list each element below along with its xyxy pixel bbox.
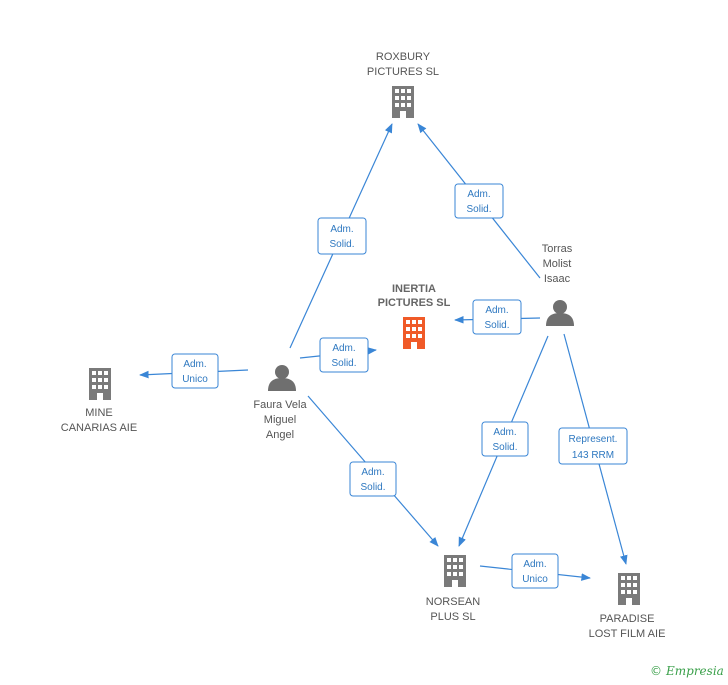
node-label-line: PARADISE (600, 613, 655, 625)
edge-label-line: Adm. (523, 559, 546, 570)
node-norsean[interactable]: NORSEAN PLUS SL (426, 555, 480, 623)
edge-label-line: Adm. (493, 427, 516, 438)
edge-label-line: Solid. (329, 239, 354, 250)
node-label-line: PICTURES SL (378, 297, 451, 309)
edge-label-line: Adm. (332, 343, 355, 354)
node-label-line: Isaac (544, 273, 571, 285)
node-label-line: LOST FILM AIE (589, 628, 666, 640)
edge-label-line: Adm. (485, 305, 508, 316)
node-label-line: Miguel (264, 414, 296, 426)
edge-label-line: Adm. (467, 189, 490, 200)
building-icon (618, 573, 640, 605)
person-icon (268, 365, 296, 391)
edge-label-line: Represent. (569, 434, 618, 445)
person-icon (546, 300, 574, 326)
edge-label-line: Unico (182, 374, 208, 385)
node-faura[interactable]: Faura Vela Miguel Angel (253, 365, 307, 441)
node-label-line: MINE (85, 407, 113, 419)
node-label-line: CANARIAS AIE (61, 422, 137, 434)
node-label-line: PICTURES SL (367, 66, 439, 78)
edge-label-torras-roxbury: Adm. Solid. (454, 183, 504, 219)
node-torras[interactable]: Torras Molist Isaac (542, 243, 574, 326)
edge-label-line: Solid. (492, 442, 517, 453)
node-label-line: INERTIA (392, 283, 436, 295)
edge-label-line: Solid. (466, 204, 491, 215)
edge-label-faura-roxbury: Adm. Solid. (317, 217, 367, 255)
node-label-line: Angel (266, 429, 294, 441)
node-label-line: PLUS SL (430, 611, 475, 623)
node-label-line: ROXBURY (376, 51, 431, 63)
node-label-line: Molist (543, 258, 572, 270)
edge-label-line: Solid. (484, 320, 509, 331)
edge-label-faura-inertia: Adm. Solid. (319, 337, 369, 373)
edge-label-line: Solid. (360, 482, 385, 493)
edge-label-torras-norsean: Adm. Solid. (481, 421, 529, 457)
edge-label-line: Unico (522, 574, 548, 585)
edge-label-line: Adm. (183, 359, 206, 370)
copyright-symbol: © (650, 664, 662, 678)
edge-label-norsean-paradise: Adm. Unico (511, 553, 559, 589)
node-paradise[interactable]: PARADISE LOST FILM AIE (589, 573, 666, 640)
brand-name: Empresia (666, 664, 724, 678)
building-icon (444, 555, 466, 587)
edge-label-faura-mine: Adm. Unico (171, 353, 219, 389)
node-label-line: Torras (542, 243, 573, 255)
edge-label-faura-norsean: Adm. Solid. (349, 461, 397, 497)
edges (139, 123, 628, 581)
node-inertia[interactable]: INERTIA PICTURES SL (378, 283, 451, 349)
node-label-line: Faura Vela (253, 399, 307, 411)
edge-label-line: Adm. (330, 224, 353, 235)
edge-label-line: Adm. (361, 467, 384, 478)
edge-label-torras-inertia: Adm. Solid. (472, 299, 522, 335)
edge-label-torras-paradise: Represent. 143 RRM (558, 427, 628, 465)
node-mine[interactable]: MINE CANARIAS AIE (61, 368, 137, 434)
brand-logo: © Empresia (650, 664, 724, 678)
edge-label-line: 143 RRM (572, 450, 614, 461)
building-icon (392, 86, 414, 118)
node-label-line: NORSEAN (426, 596, 480, 608)
building-icon (89, 368, 111, 400)
building-icon (403, 317, 425, 349)
edge-label-line: Solid. (331, 358, 356, 369)
node-roxbury[interactable]: ROXBURY PICTURES SL (367, 51, 439, 118)
